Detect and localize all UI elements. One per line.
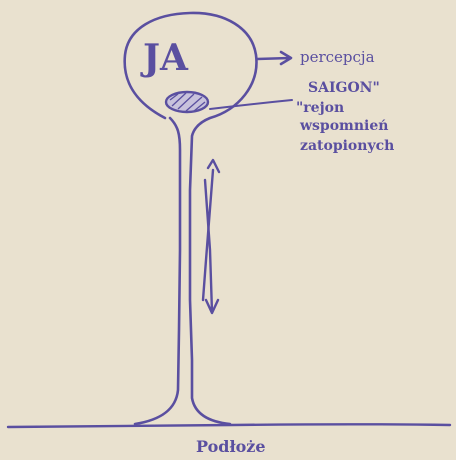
saigon-label: SAIGON" [308,80,380,96]
ego-label: JA [140,37,189,79]
base-label: Podłoże [196,437,266,456]
perception-label: percepcja [300,48,375,66]
memory-region-label-line1: "rejon [296,100,344,116]
memory-region-blob [166,92,208,112]
memory-region-label-line3: zatopionych [300,138,394,154]
memory-region-label-line2: wspomnień [299,118,388,134]
